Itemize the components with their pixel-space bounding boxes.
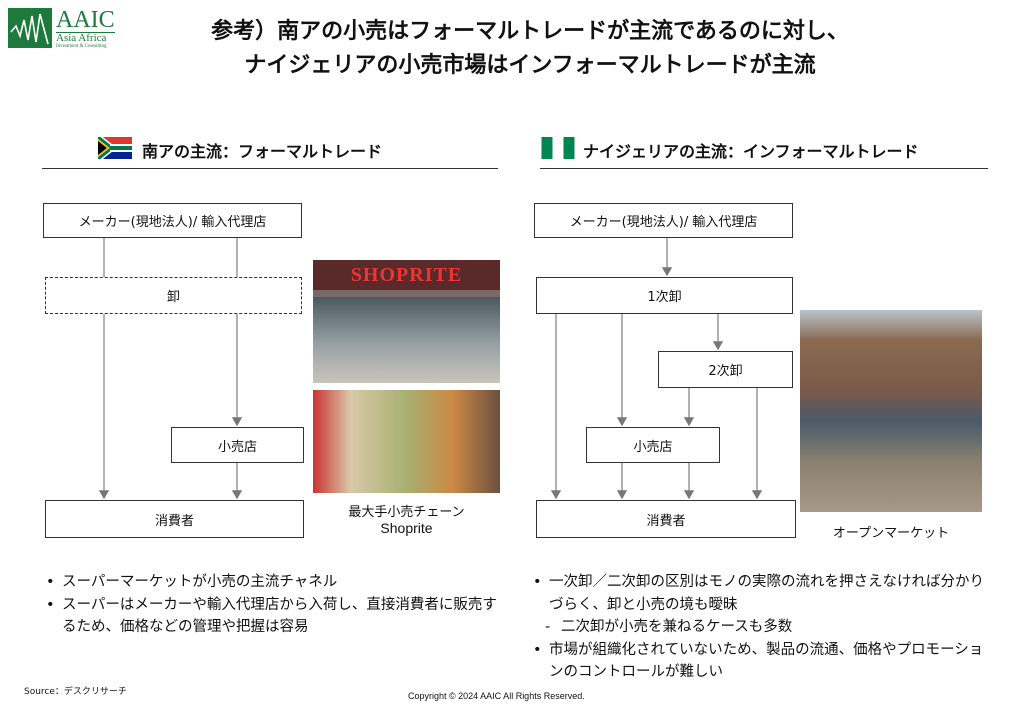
right-wholesale2-box: 2次卸 — [658, 351, 793, 388]
right-bullets: 一次卸／二次卸の区別はモノの実際の流れを押さえなければ分かりづらく、卸と小売の境… — [531, 571, 991, 684]
shoprite-storefront-photo: SHOPRITE — [313, 260, 500, 383]
right-divider — [540, 168, 988, 169]
left-divider — [42, 168, 498, 169]
left-bullets: スーパーマーケットが小売の主流チャネル スーパーはメーカーや輸入代理店から入荷し… — [44, 571, 504, 639]
left-photo-caption: 最大手小売チェーン — [348, 505, 465, 520]
supermarket-interior-photo — [313, 390, 500, 493]
right-maker-box: メーカー(現地法人)/ 輸入代理店 — [534, 203, 793, 238]
bullet: スーパーマーケットが小売の主流チャネル — [44, 571, 504, 594]
right-wholesale1-box: 1次卸 — [536, 277, 793, 314]
aaic-logo: AAIC Asia Africa Investment & Consulting — [8, 6, 134, 50]
copyright: Copyright © 2024 AAIC All Rights Reserve… — [408, 691, 585, 701]
logo-subtag: Investment & Consulting — [56, 43, 107, 49]
bullet: スーパーはメーカーや輸入代理店から入荷し、直接消費者に販売するため、価格などの管… — [44, 594, 504, 639]
right-photo-caption: オープンマーケット — [832, 526, 950, 541]
bullet: 一次卸／二次卸の区別はモノの実際の流れを押さえなければ分かりづらく、卸と小売の境… — [531, 571, 991, 616]
right-heading: ナイジェリアの主流：インフォーマルトレード — [583, 142, 919, 161]
slide-title-line2: ナイジェリアの小売市場はインフォーマルトレードが主流 — [244, 53, 816, 78]
right-retail-box: 小売店 — [586, 427, 720, 463]
left-consumer-box: 消費者 — [45, 500, 304, 538]
logo-name: AAIC — [56, 6, 115, 33]
logo-wave-icon — [8, 8, 52, 48]
shoprite-sign: SHOPRITE — [313, 260, 500, 290]
sub-bullet: 二次卸が小売を兼ねるケースも多数 — [531, 616, 991, 639]
bullet: 市場が組織化されていないため、製品の流通、価格やプロモーションのコントロールが難… — [531, 639, 991, 684]
left-retail-box: 小売店 — [171, 427, 304, 463]
left-wholesale-box: 卸 — [45, 277, 302, 314]
south-africa-flag-icon — [98, 137, 132, 159]
left-heading: 南アの主流：フォーマルトレード — [142, 142, 383, 161]
open-market-photo — [800, 310, 982, 512]
slide-title-line1: 参考）南アの小売はフォーマルトレードが主流であるのに対し、 — [211, 19, 849, 44]
left-photo-caption-2: Shoprite — [380, 520, 433, 536]
logo-tagline: Asia Africa — [56, 31, 115, 44]
left-maker-box: メーカー(現地法人)/ 輸入代理店 — [43, 203, 302, 238]
source-note: Source：デスクリサーチ — [24, 687, 127, 697]
right-consumer-box: 消費者 — [536, 500, 796, 538]
nigeria-flag-icon — [541, 137, 575, 159]
